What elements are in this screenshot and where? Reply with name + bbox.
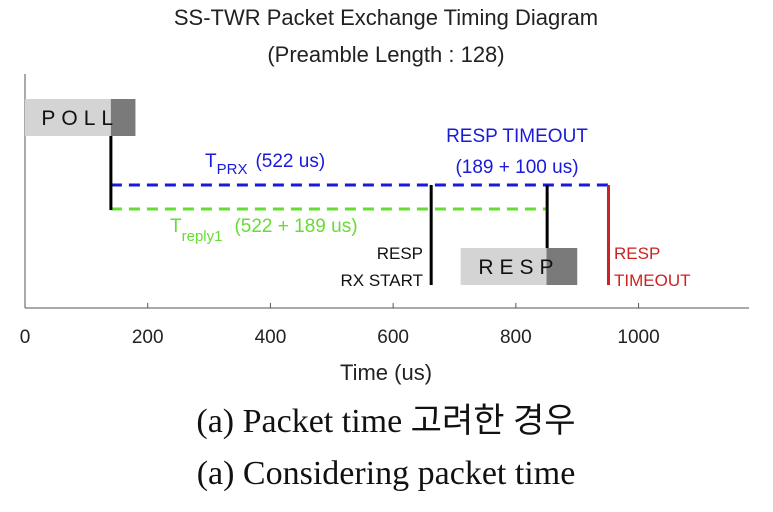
x-axis-label: Time (us) bbox=[340, 360, 432, 385]
packet-resp-payload bbox=[546, 248, 578, 285]
interval-name-tprx: T bbox=[205, 151, 217, 172]
packet-resp-label: RESP bbox=[478, 256, 559, 279]
interval-name-treply1: T bbox=[170, 216, 182, 237]
x-tick-label: 400 bbox=[255, 327, 287, 348]
marker-label-resp: RESP bbox=[377, 244, 423, 263]
x-tick-label: 600 bbox=[377, 327, 409, 348]
x-tick-label: 1000 bbox=[617, 327, 659, 348]
x-axis-ticks: 0 200 400 600 800 1000 bbox=[20, 303, 660, 348]
marker-label-resp-timeout-2: TIMEOUT bbox=[614, 271, 691, 290]
packet-boxes: POLL RESP bbox=[25, 99, 578, 285]
resp-timeout-annotation-line1: RESP TIMEOUT bbox=[446, 126, 588, 147]
interval-sub-tprx: PRX bbox=[217, 161, 248, 178]
packet-poll-payload bbox=[110, 99, 136, 136]
interval-value-treply1: (522 + 189 us) bbox=[234, 216, 357, 237]
marker-label-rx-start: RX START bbox=[341, 271, 424, 290]
caption-english: (a) Considering packet time bbox=[197, 455, 576, 492]
x-tick-label: 800 bbox=[500, 327, 532, 348]
x-tick-label: 0 bbox=[20, 327, 31, 348]
interval-value-tprx: (522 us) bbox=[255, 151, 325, 172]
marker-label-resp-timeout-1: RESP bbox=[614, 244, 660, 263]
packet-poll-label: POLL bbox=[41, 107, 119, 130]
interval-sub-treply1: reply1 bbox=[182, 228, 223, 245]
chart-subtitle: (Preamble Length : 128) bbox=[267, 42, 504, 67]
interval-lines bbox=[110, 183, 609, 211]
x-tick-label: 200 bbox=[132, 327, 164, 348]
event-markers bbox=[109, 136, 610, 285]
chart-title: SS-TWR Packet Exchange Timing Diagram bbox=[174, 5, 598, 30]
interval-label-treply1: Treply1 (522 + 189 us) bbox=[170, 216, 358, 245]
caption-korean: (a) Packet time 고려한 경우 bbox=[196, 403, 575, 440]
resp-timeout-annotation-line2: (189 + 100 us) bbox=[455, 157, 578, 178]
interval-label-tprx: TPRX (522 us) bbox=[205, 151, 325, 178]
